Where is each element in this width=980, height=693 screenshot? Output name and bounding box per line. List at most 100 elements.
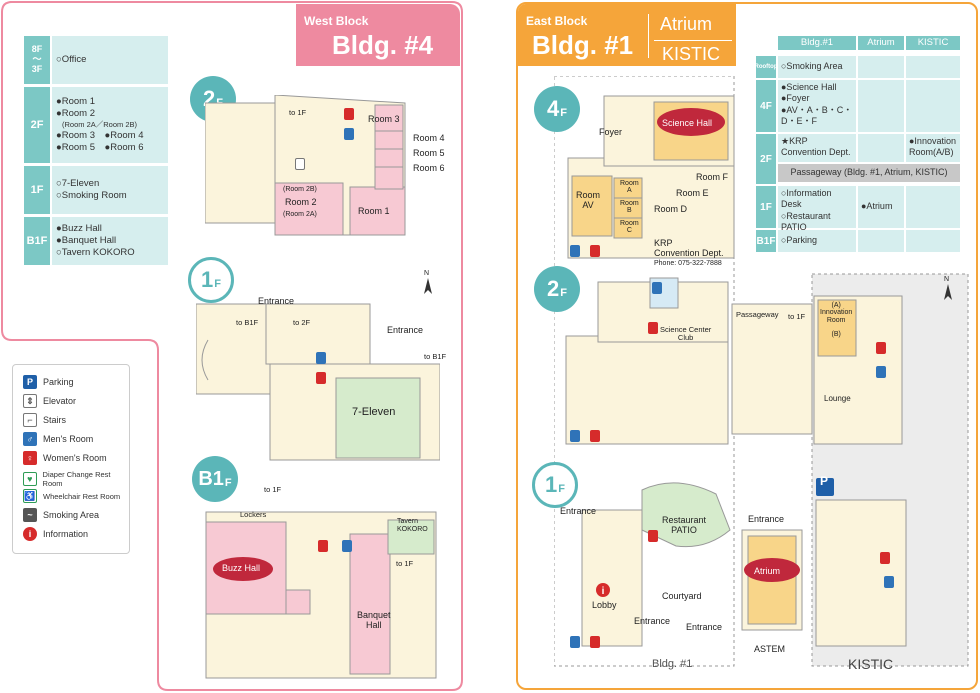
directory-entry: ●Atrium <box>858 186 904 228</box>
information-icon: i <box>23 527 37 541</box>
directory-entry <box>858 230 904 252</box>
room-e-label: Room E <box>676 188 709 198</box>
directory-entry: ○7-Eleven <box>56 177 100 189</box>
directory-entry: ○Smoking Room <box>56 190 127 201</box>
directory-entry: (Room 2A／Room 2B) <box>62 120 138 130</box>
header-rule <box>654 40 732 41</box>
directory-entry <box>906 186 960 228</box>
north-label: N <box>424 270 430 277</box>
entrance-bottom2-label: Entrance <box>686 622 723 632</box>
east-4f-floorplan <box>567 95 735 259</box>
passageway-2f-label: Passageway <box>736 310 779 319</box>
floor-label: B1F <box>756 230 776 252</box>
west-building-title: Bldg. #4 <box>332 30 434 60</box>
table-header-atrium: Atrium <box>858 36 904 50</box>
information-icon: i <box>596 583 610 597</box>
floor-label: 4F <box>756 80 776 132</box>
entrance-top-label: Entrance <box>258 296 295 306</box>
astem-label: ASTEM <box>754 644 786 654</box>
directory-entry <box>906 56 960 78</box>
lockers-label: Lockers <box>240 510 267 519</box>
header-divider <box>648 14 649 58</box>
floor-label: 2F <box>24 87 50 163</box>
room-4-label: Room 4 <box>413 133 445 143</box>
legend-item: ~Smoking Area <box>23 508 99 522</box>
table-header-kistic: KISTIC <box>906 36 960 50</box>
diaper-change-icon: ♥ <box>23 472 37 486</box>
directory-entry: ●Room 5 ●Room 6 <box>56 141 144 153</box>
room-f-label: Room F <box>696 172 729 182</box>
entrance-right-label: Entrance <box>387 325 424 335</box>
floor-label: B1F <box>24 217 50 265</box>
womens-room-icon <box>590 636 600 648</box>
directory-entry: ●Room 1 <box>56 95 96 107</box>
room-3-label: Room 3 <box>368 114 400 124</box>
womens-room-icon <box>318 540 328 552</box>
legend-item: ♿Wheelchair Rest Room <box>23 489 120 503</box>
atrium-title: Atrium <box>660 14 713 34</box>
legend-item: ♀Women's Room <box>23 451 107 465</box>
room-c-label: Room C <box>620 220 639 235</box>
floor-label: 1F <box>24 166 50 214</box>
west-2f-floorplan <box>205 95 406 236</box>
atrium-1f-label: Atrium <box>754 566 781 576</box>
to-1f-label: to 1F <box>289 108 307 117</box>
east-building-title: Bldg. #1 <box>532 30 634 60</box>
seven-eleven-label: 7-Eleven <box>352 406 396 418</box>
mens-room-icon <box>342 540 352 552</box>
west-block-label: West Block <box>304 14 369 28</box>
east-2f-floorplan <box>565 277 903 445</box>
west-1f-floorplan <box>196 303 440 461</box>
room-d-label: Room D <box>654 204 688 214</box>
mens-room-icon <box>316 352 326 364</box>
floor-label: 1F <box>756 186 776 228</box>
mens-room-icon <box>876 366 886 378</box>
tavern-kokoro-label: Tavern KOKORO <box>397 518 428 533</box>
mens-room-icon: ♂ <box>23 432 37 446</box>
directory-entry <box>858 56 904 78</box>
directory-entry <box>858 80 904 132</box>
mens-room-icon <box>570 245 580 257</box>
east-block-outline <box>516 2 978 690</box>
north-arrow-icon <box>944 284 952 300</box>
room-1-label: Room 1 <box>358 206 390 216</box>
legend-item: ⇕Elevator <box>23 394 76 408</box>
parking-icon: P <box>820 474 829 488</box>
legend-item: ⌐Stairs <box>23 413 66 427</box>
to-2f-label: to 2F <box>293 318 311 327</box>
banquet-hall-label: Banquet Hall <box>357 610 391 631</box>
courtyard-label: Courtyard <box>662 591 702 601</box>
restaurant-patio-label: Restaurant PATIO <box>662 515 707 535</box>
directory-entry: ★KRP Convention Dept. <box>778 134 856 162</box>
directory-entry: ●Room 2 <box>56 108 96 120</box>
north-arrow-icon <box>424 278 432 294</box>
to-b1f-right-label: to B1F <box>424 352 447 361</box>
stairs-icon: ⌐ <box>23 413 37 427</box>
svg-text:i: i <box>602 586 605 597</box>
directory-entry <box>906 80 960 132</box>
mens-room-icon <box>652 282 662 294</box>
elevator-icon <box>295 158 305 170</box>
innovation-room-label: (A) Innovation Room (B) <box>820 302 853 339</box>
floor-label: 2F <box>756 134 776 184</box>
lounge-label: Lounge <box>824 394 851 403</box>
entrance-bottom-label: Entrance <box>634 616 671 626</box>
bldg1-footer-label: Bldg. #1 <box>652 658 693 670</box>
room-6-label: Room 6 <box>413 163 445 173</box>
legend-item: ♂Men's Room <box>23 432 93 446</box>
kistic-title: KISTIC <box>662 44 721 64</box>
directory-entry: ●Buzz Hall <box>56 222 102 234</box>
directory-row-2f: 2F ●Room 1 ●Room 2 (Room 2A／Room 2B) ●Ro… <box>24 87 168 163</box>
directory-entry <box>906 230 960 252</box>
room-2b-label: (Room 2B) <box>283 186 317 193</box>
entrance-top-label: Entrance <box>748 514 785 524</box>
floor-label: Rooftop <box>755 56 778 78</box>
womens-room-icon <box>648 530 658 542</box>
floor-label: 8F 〜 3F <box>24 36 50 84</box>
